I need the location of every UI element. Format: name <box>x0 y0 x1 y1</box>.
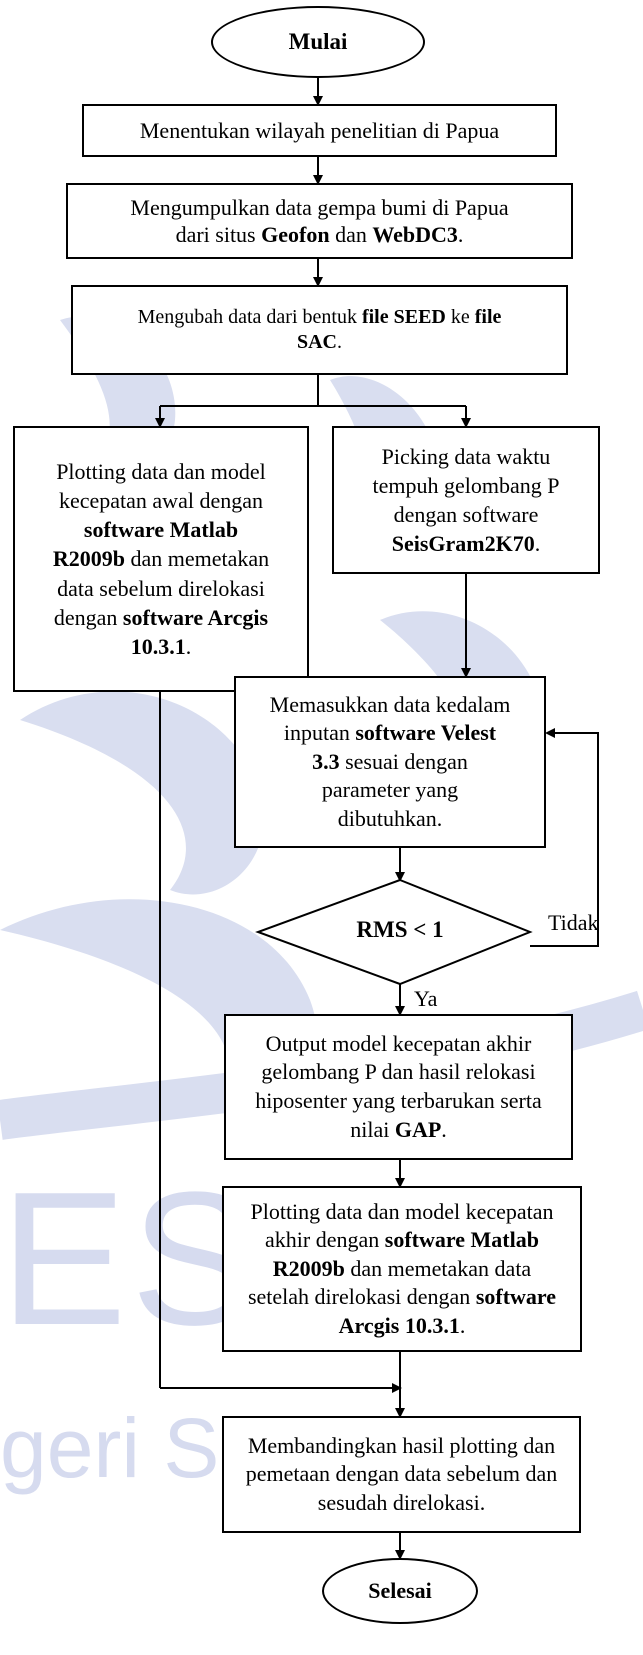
start-label: Mulai <box>288 28 348 54</box>
output-box: Output model kecepatan akhir gelombang P… <box>224 1014 573 1160</box>
start-terminal: Mulai <box>211 6 425 78</box>
picking-box: Picking data waktu tempuh gelombang P de… <box>332 426 600 574</box>
arrow-no-loop <box>530 728 599 947</box>
step2-line1: Mengumpulkan data gempa bumi di Papua <box>130 194 509 220</box>
step2-box: Mengumpulkan data gempa bumi di Papua da… <box>66 183 573 259</box>
end-terminal: Selesai <box>322 1558 478 1624</box>
step2-line2: dari situs Geofon dan WebDC3. <box>175 222 464 247</box>
decision-diamond <box>255 878 533 986</box>
label-tidak: Tidak <box>548 910 599 935</box>
velest-box: Memasukkan data kedalam inputan software… <box>234 676 546 848</box>
left-plot-box: Plotting data dan model kecepatan awal d… <box>13 426 309 692</box>
end-label: Selesai <box>368 1578 432 1604</box>
plot-final-box: Plotting data dan model kecepatan akhir … <box>222 1186 582 1352</box>
step3-text: Mengubah data dari bentuk file SEED ke f… <box>137 306 502 353</box>
compare-box: Membandingkan hasil plotting dan pemetaa… <box>222 1416 581 1533</box>
step1-text: Menentukan wilayah penelitian di Papua <box>139 117 500 143</box>
step1-box: Menentukan wilayah penelitian di Papua <box>82 104 557 157</box>
label-ya: Ya <box>414 986 438 1011</box>
step3-box: Mengubah data dari bentuk file SEED ke f… <box>71 285 568 375</box>
decision-label: RMS < 1 <box>356 917 444 942</box>
